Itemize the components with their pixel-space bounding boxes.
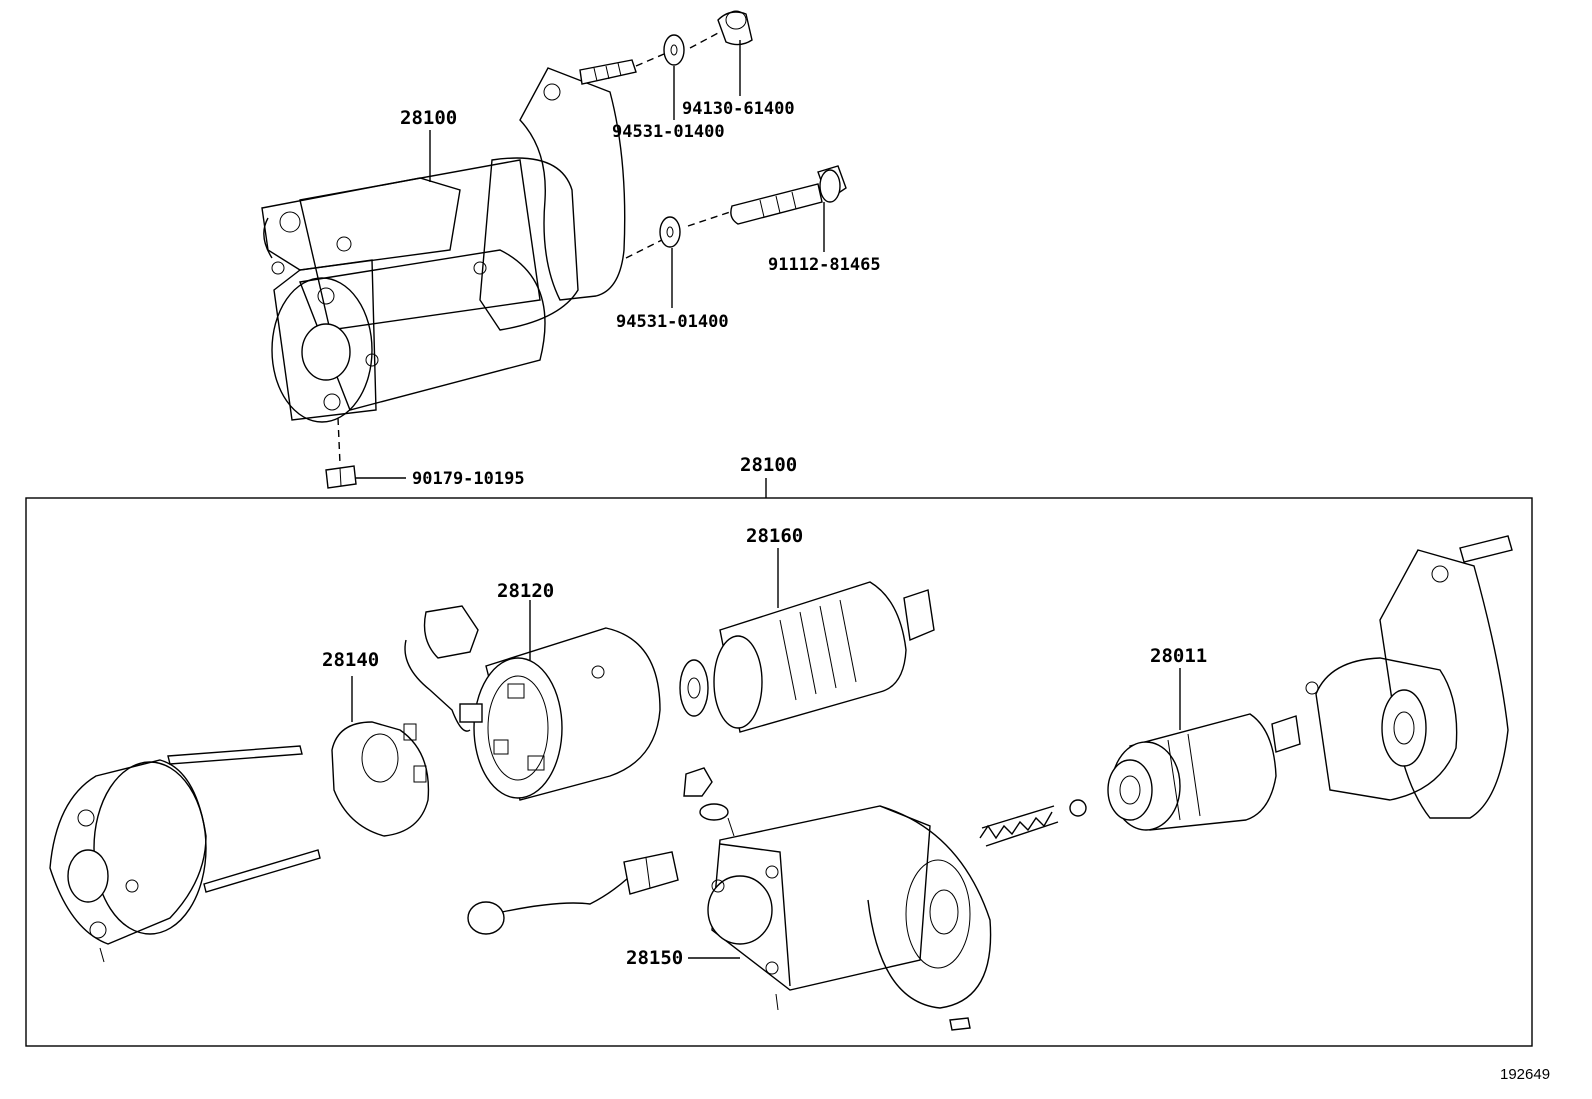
label-washer-upper: 94531-01400 (612, 122, 725, 142)
label-assembly-box: 28100 (740, 454, 797, 476)
armature-drawing (679, 548, 935, 733)
top-leaders (356, 40, 825, 479)
label-washer-lower: 94531-01400 (616, 312, 729, 332)
assembly-box-frame (25, 497, 1533, 1047)
label-clutch: 28011 (1150, 645, 1207, 667)
reference-number: 192649 (1500, 1066, 1550, 1083)
label-yoke: 28120 (497, 580, 554, 602)
drive-housing-drawing (1305, 535, 1513, 819)
label-collar: 94130-61400 (682, 99, 795, 119)
label-nut: 90179-10195 (412, 469, 525, 489)
yoke-drawing (404, 600, 661, 801)
brush-holder-drawing (331, 676, 430, 837)
label-switch: 28150 (626, 947, 683, 969)
starter-assembly-drawing (261, 59, 637, 489)
label-armature: 28160 (746, 525, 803, 547)
spring-ball-drawing (979, 799, 1087, 847)
magnetic-switch-drawing (688, 805, 992, 1031)
label-brush-holder: 28140 (322, 649, 379, 671)
switch-nut-drawing (683, 767, 729, 821)
upper-fasteners (625, 10, 847, 259)
label-assembly-top: 28100 (400, 107, 457, 129)
clutch-drawing (1107, 668, 1301, 831)
lead-wire-drawing (467, 851, 679, 935)
end-frame-drawing (49, 745, 321, 963)
label-bolt: 91112-81465 (768, 255, 881, 275)
